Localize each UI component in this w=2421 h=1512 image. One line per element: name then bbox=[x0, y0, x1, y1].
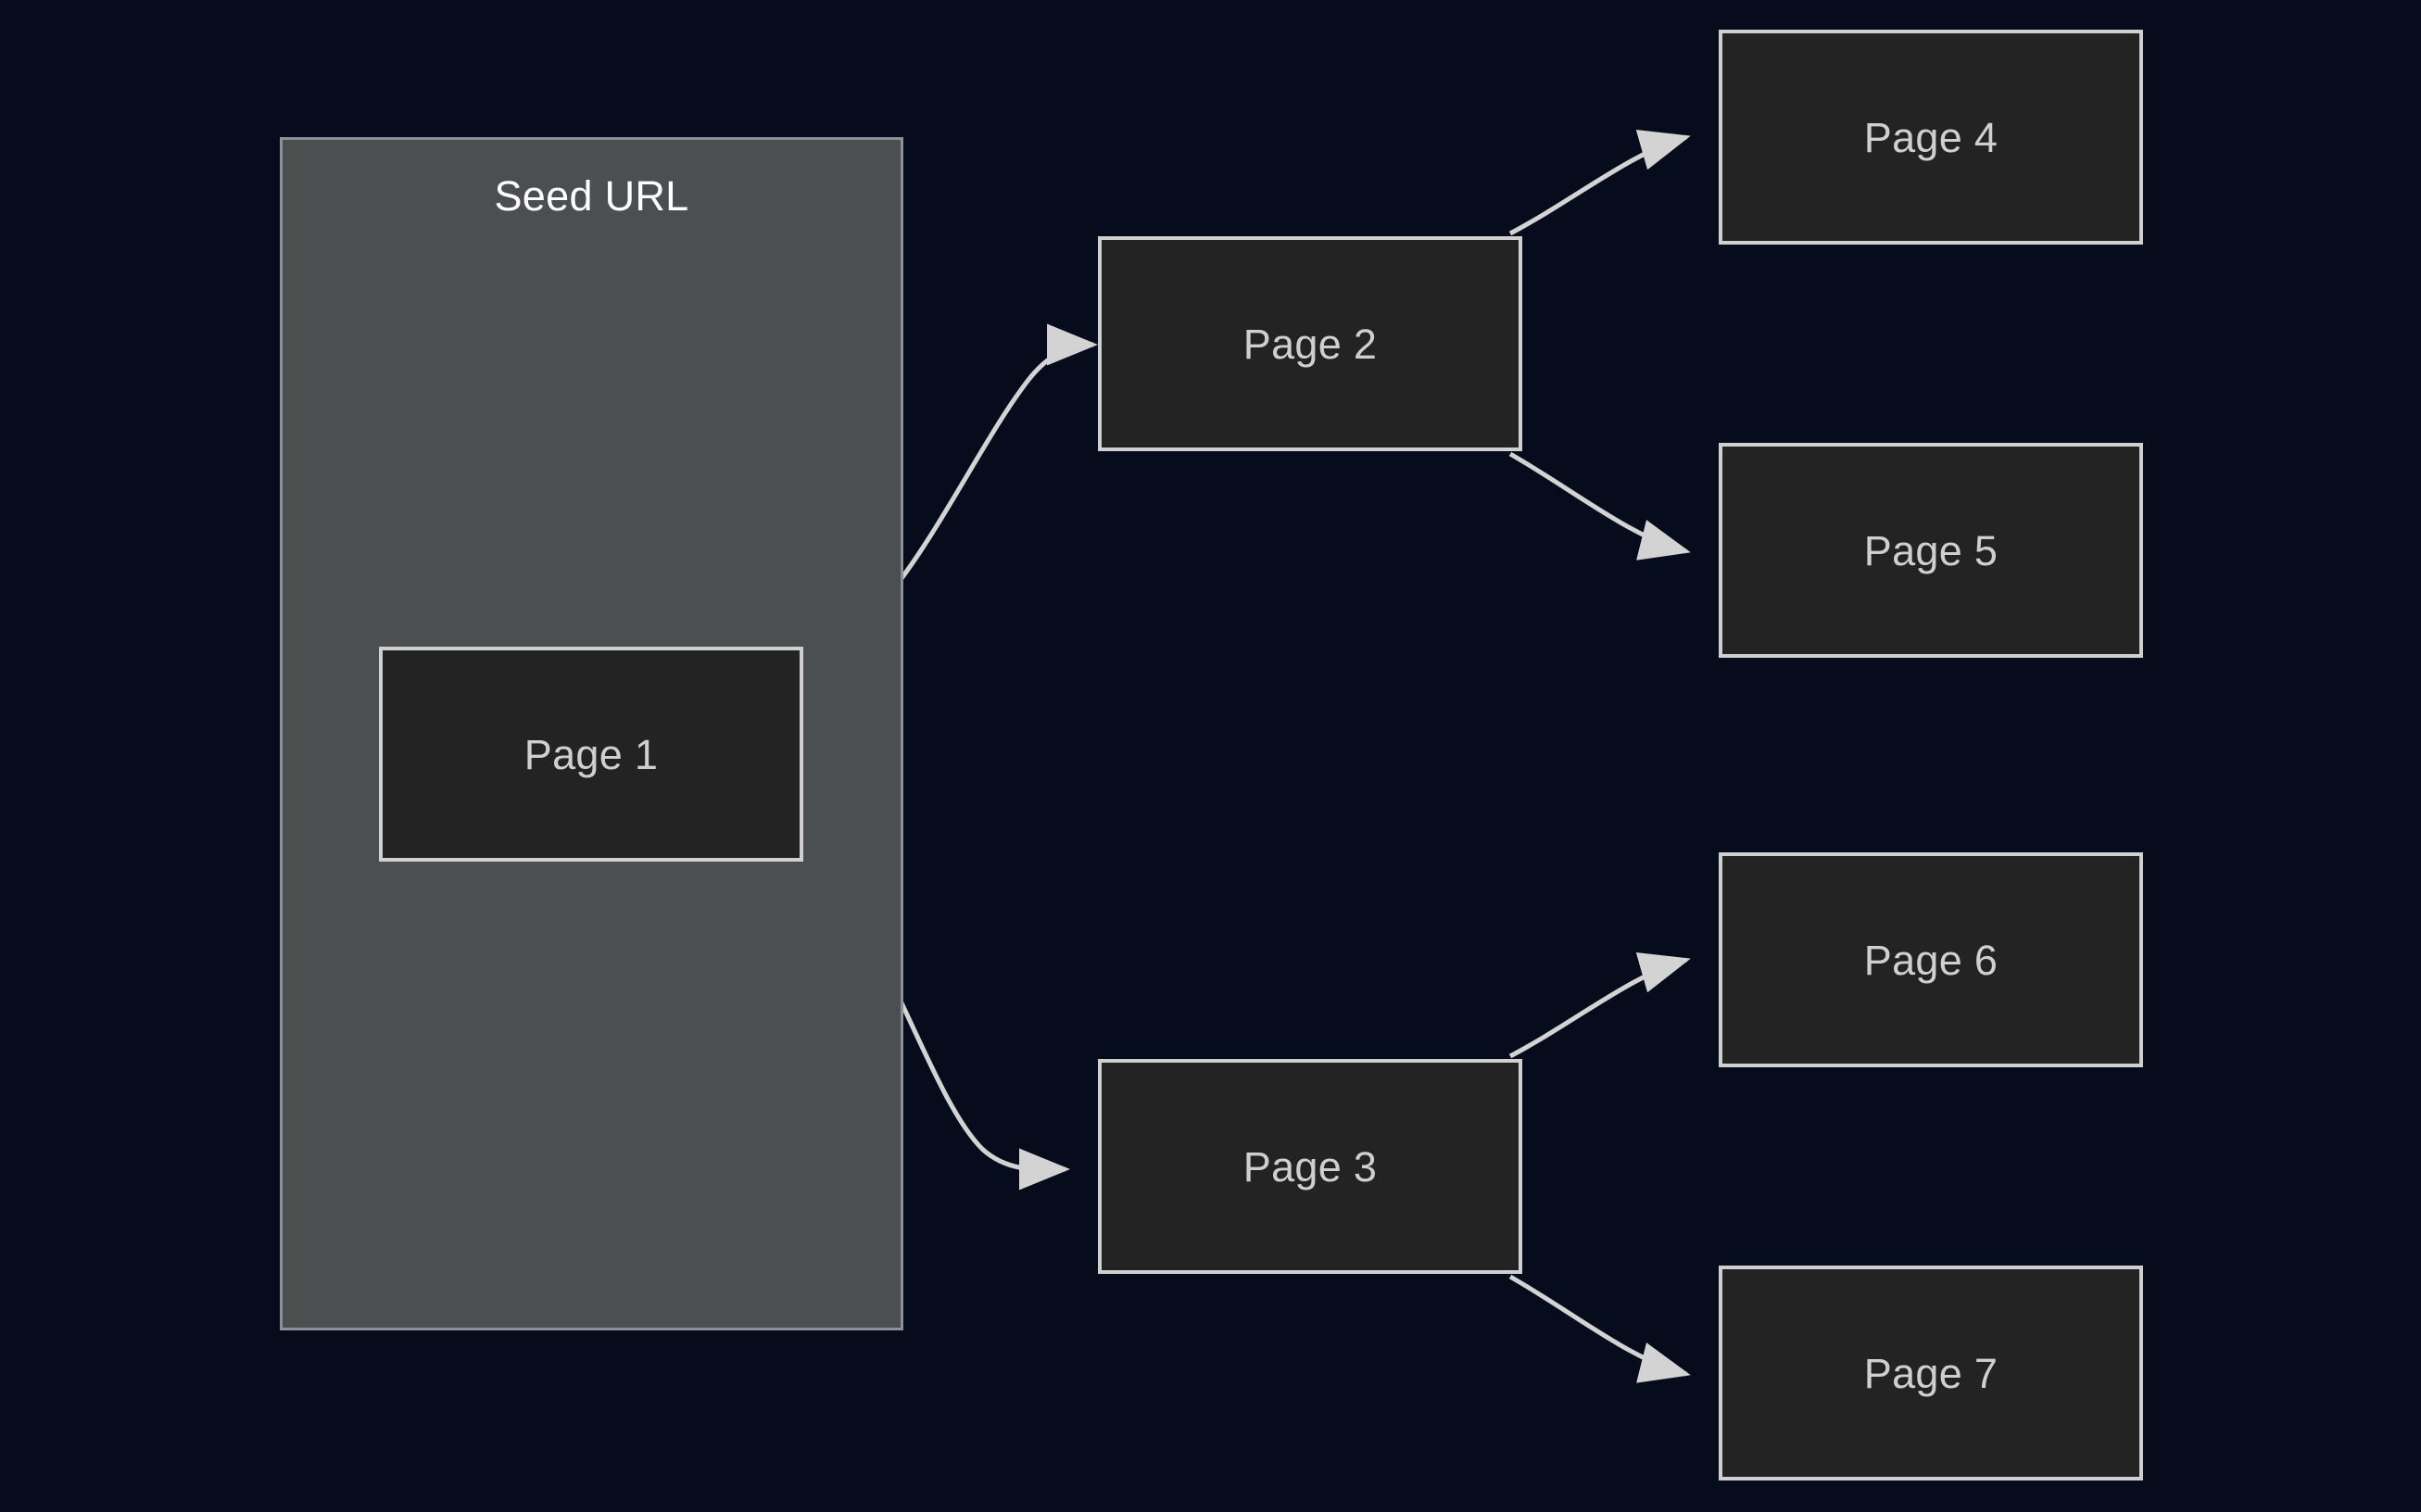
node-page-5[interactable]: Page 5 bbox=[1719, 443, 2143, 658]
node-page-7-label: Page 7 bbox=[1863, 1349, 1999, 1397]
edge-page2-to-page5 bbox=[1508, 451, 1691, 561]
node-page-7[interactable]: Page 7 bbox=[1719, 1266, 2143, 1480]
node-page-4-label: Page 4 bbox=[1863, 113, 1999, 161]
edge-page2-to-page4 bbox=[1508, 130, 1691, 236]
node-page-6-label: Page 6 bbox=[1863, 936, 1999, 984]
node-page-4[interactable]: Page 4 bbox=[1719, 30, 2143, 245]
node-page-3-label: Page 3 bbox=[1242, 1142, 1378, 1191]
node-page-2[interactable]: Page 2 bbox=[1098, 236, 1522, 451]
node-page-2-label: Page 2 bbox=[1242, 320, 1378, 368]
edge-page3-to-page6 bbox=[1508, 952, 1691, 1059]
node-page-5-label: Page 5 bbox=[1863, 526, 1999, 574]
node-page-6[interactable]: Page 6 bbox=[1719, 852, 2143, 1067]
node-page-1-label: Page 1 bbox=[523, 730, 659, 778]
edge-page3-to-page7 bbox=[1508, 1274, 1691, 1383]
node-page-1[interactable]: Page 1 bbox=[379, 647, 803, 862]
node-page-3[interactable]: Page 3 bbox=[1098, 1059, 1522, 1274]
seed-url-cluster-label: Seed URL bbox=[494, 172, 689, 220]
